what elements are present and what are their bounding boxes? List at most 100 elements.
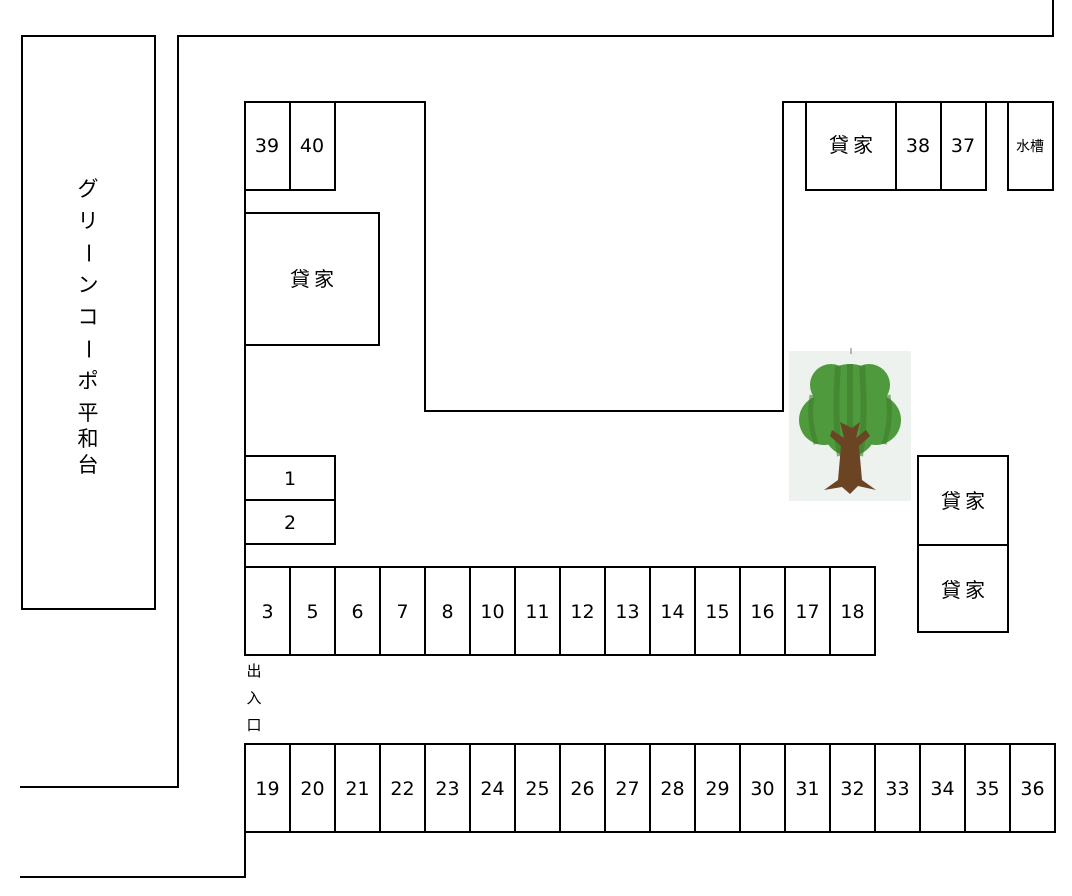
- space-number: 17: [795, 601, 819, 623]
- parking-space: [964, 743, 1011, 833]
- space-number: 13: [615, 601, 639, 623]
- building-name-char: ー: [76, 243, 100, 264]
- parking-space: [604, 566, 651, 656]
- space-number: 37: [951, 135, 975, 157]
- building-name-char: リ: [78, 209, 99, 233]
- space-number: 31: [795, 778, 819, 800]
- rental-house: [917, 455, 1009, 546]
- space-number: 32: [840, 778, 864, 800]
- rental-house: [805, 101, 897, 191]
- parking-space: [874, 743, 921, 833]
- parking-space: [559, 566, 606, 656]
- parking-space: [244, 101, 291, 191]
- space-number: 8: [441, 601, 453, 623]
- entrance-label-char: 出: [246, 662, 261, 680]
- space-number: 10: [480, 601, 504, 623]
- space-number: 28: [660, 778, 684, 800]
- space-number: 19: [255, 778, 279, 800]
- space-number: 24: [480, 778, 504, 800]
- building-name-char: 台: [78, 453, 99, 477]
- parking-space: [559, 743, 606, 833]
- building-name-char: 和: [78, 427, 99, 451]
- space-number: 23: [435, 778, 459, 800]
- parking-space: [895, 101, 942, 191]
- building-name-char: 平: [78, 401, 99, 425]
- space-number: 25: [525, 778, 549, 800]
- building-name-char: ポ: [78, 369, 99, 393]
- building-name-char: ン: [78, 273, 99, 297]
- space-number: 7: [396, 601, 408, 623]
- space-number: 26: [570, 778, 594, 800]
- road-boundary-bottom: [20, 832, 246, 878]
- space-number: 20: [300, 778, 324, 800]
- parking-space: [739, 566, 786, 656]
- building-name: グ リ ー ン コ ー ポ 平 和 台: [76, 177, 100, 477]
- rental-house: [244, 212, 380, 346]
- parking-space: [940, 101, 987, 191]
- space-number: 40: [300, 135, 324, 157]
- space-number: 36: [1020, 778, 1044, 800]
- parking-space: [334, 566, 381, 656]
- building-name-char: ー: [76, 339, 100, 360]
- parking-space: [649, 566, 696, 656]
- parking-space: [469, 743, 516, 833]
- water-tank-label: 水槽: [1016, 139, 1044, 155]
- parking-space: [784, 743, 831, 833]
- space-number: 11: [525, 601, 549, 623]
- parking-space: [829, 566, 876, 656]
- space-number: 18: [840, 601, 864, 623]
- space-number: 35: [975, 778, 999, 800]
- tree-trunk: [824, 422, 876, 494]
- rental-house-label: 貸家: [829, 133, 877, 157]
- parking-space: [289, 101, 336, 191]
- building-name-char: コ: [78, 305, 99, 329]
- space-number: 34: [930, 778, 954, 800]
- space-number: 3: [261, 601, 273, 623]
- rental-house-label: 貸家: [290, 267, 338, 291]
- parking-space: [649, 743, 696, 833]
- space-number: 6: [351, 601, 363, 623]
- space-number: 1: [284, 468, 296, 490]
- parking-space: [694, 566, 741, 656]
- building-green-coop: [21, 35, 156, 610]
- parking-space: [289, 743, 336, 833]
- space-number: 5: [306, 601, 318, 623]
- space-number: 14: [660, 601, 684, 623]
- parking-space: [829, 743, 876, 833]
- central-block: [335, 101, 805, 412]
- space-number: 16: [750, 601, 774, 623]
- building-name-char: グ: [78, 177, 99, 201]
- space-number: 30: [750, 778, 774, 800]
- parking-space: [694, 743, 741, 833]
- water-tank: [1007, 101, 1054, 191]
- parking-space: [784, 566, 831, 656]
- parking-space: [424, 566, 471, 656]
- parking-space: [289, 566, 336, 656]
- parking-space: [244, 499, 336, 545]
- space-number: 33: [885, 778, 909, 800]
- entrance-label-char: 口: [246, 716, 261, 734]
- parking-space: [514, 743, 561, 833]
- space-number: 2: [284, 512, 296, 534]
- parking-space: [1009, 743, 1056, 833]
- parking-space: [604, 743, 651, 833]
- rental-house: [917, 544, 1009, 633]
- tree-icon: [789, 348, 911, 501]
- space-number: 27: [615, 778, 639, 800]
- space-number: 29: [705, 778, 729, 800]
- space-number: 39: [255, 135, 279, 157]
- space-number: 21: [345, 778, 369, 800]
- parking-space: [244, 743, 291, 833]
- parking-space: [514, 566, 561, 656]
- parking-space: [379, 566, 426, 656]
- entrance-label-char: 入: [246, 689, 261, 707]
- rental-house-label: 貸家: [941, 578, 989, 602]
- parking-space: [469, 566, 516, 656]
- parking-space: [739, 743, 786, 833]
- rental-house-label: 貸家: [941, 489, 989, 513]
- entrance-label: 出 入 口: [246, 662, 261, 734]
- road-boundary-top: [20, 0, 1054, 788]
